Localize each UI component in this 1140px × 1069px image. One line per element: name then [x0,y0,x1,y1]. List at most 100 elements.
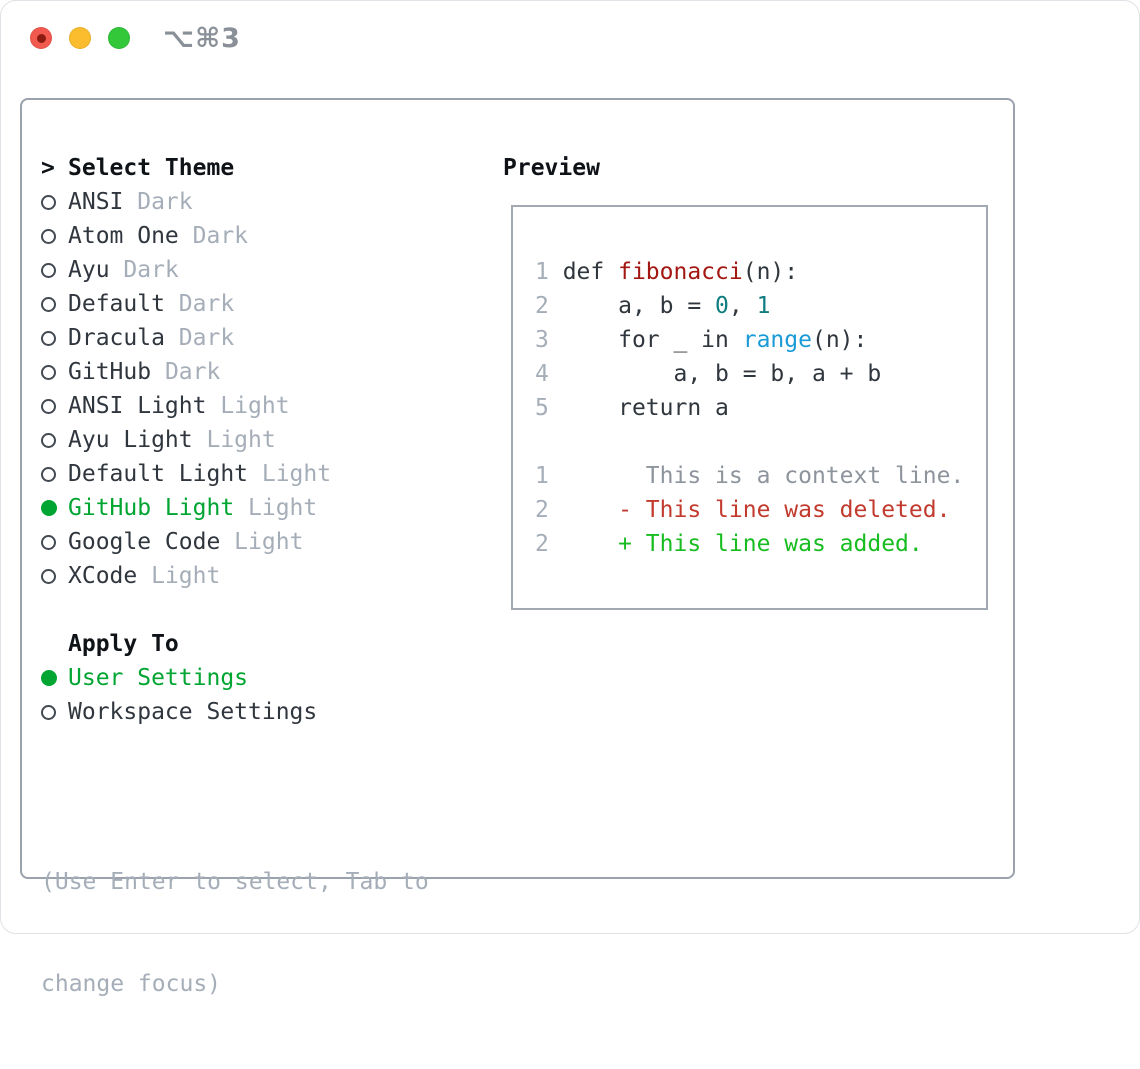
unselected-ring [41,534,56,550]
traffic-lights [30,27,130,49]
code-segment: 2 [535,293,563,319]
radio-icon [41,219,68,253]
code-segment: return a [562,395,729,421]
code-segment: 2 [535,497,563,523]
theme-item-github[interactable]: GitHub Dark [41,355,501,389]
apply-option-workspace-settings[interactable]: Workspace Settings [41,695,501,729]
minimize-button[interactable] [69,27,91,49]
code-segment: 1 [535,463,563,489]
zoom-button[interactable] [108,27,130,49]
title-bar: ⌥⌘3 [1,1,1139,75]
code-line: 2 - This line was deleted. [535,493,986,527]
theme-item-ayu-light[interactable]: Ayu Light Light [41,423,501,457]
theme-item-variant: Light [206,393,290,419]
radio-selected-icon [41,661,68,695]
select-theme-heading-row: > Select Theme [41,151,501,185]
select-theme-heading: Select Theme [68,155,235,181]
code-line [535,425,986,459]
code-segment: 3 [535,327,563,353]
unselected-ring [41,466,56,482]
theme-item-variant: Light [234,495,318,521]
theme-item-variant: Dark [151,359,221,385]
code-segment [563,497,618,523]
theme-item-variant: Light [248,461,332,487]
prompt-icon: > [41,155,55,181]
preview-column: Preview 1 def fibonacci(n):2 a, b = 0, 1… [503,151,1003,610]
radio-icon [41,423,68,457]
theme-item-google-code[interactable]: Google Code Light [41,525,501,559]
spacer [41,763,501,797]
theme-item-name: Atom One [68,223,179,249]
code-line: 2 a, b = 0, 1 [535,289,986,323]
apply-to-indent [41,627,68,661]
theme-item-name: Default [68,291,165,317]
code-line: 2 + This line was added. [535,527,986,561]
theme-item-xcode[interactable]: XCode Light [41,559,501,593]
code-segment: 0 [715,293,729,319]
apply-option-user-settings[interactable]: User Settings [41,661,501,695]
theme-item-name: Default Light [68,461,249,487]
close-button[interactable] [30,27,52,49]
preview-heading: Preview [503,155,600,181]
theme-item-variant: Dark [178,223,249,249]
unselected-ring [41,194,56,210]
theme-item-github-light[interactable]: GitHub Light Light [41,491,501,525]
keyboard-hint: (Use Enter to select, Tab to change focu… [41,797,501,1069]
code-segment: , [728,293,757,319]
unselected-ring [41,364,56,380]
code-line: 1 This is a context line. [535,459,986,493]
keyboard-hint-line: change focus) [41,971,222,997]
prompt-marker: > [41,151,68,185]
radio-icon [41,559,68,593]
code-segment: 4 [535,361,563,387]
radio-icon [41,525,68,559]
theme-item-variant: Dark [123,189,193,215]
apply-to-heading-row: Apply To [41,627,501,661]
code-segment [563,531,618,557]
selected-dot [41,500,57,516]
theme-item-ansi-light[interactable]: ANSI Light Light [41,389,501,423]
theme-item-name: GitHub [68,359,152,385]
code-line: 3 for _ in range(n): [535,323,986,357]
theme-item-name: Dracula [68,325,165,351]
theme-item-variant: Dark [109,257,179,283]
code-segment: fibonacci [618,259,743,285]
apply-option-label: User Settings [68,665,249,691]
theme-item-variant: Light [137,563,221,589]
keyboard-hint-line: (Use Enter to select, Tab to [41,869,429,895]
code-segment: def [562,259,619,285]
unselected-ring [41,262,56,278]
code-segment: This is a context line. [562,463,965,489]
selected-dot [41,670,57,686]
theme-item-variant: Light [192,427,276,453]
code-line: 5 return a [535,391,986,425]
unselected-ring [41,296,56,312]
unselected-ring [41,330,56,346]
theme-item-name: ANSI [68,189,124,215]
theme-item-dracula[interactable]: Dracula Dark [41,321,501,355]
code-segment: 5 [535,395,563,421]
theme-item-ansi[interactable]: ANSI Dark [41,185,501,219]
unselected-ring [41,228,56,244]
theme-item-variant: Light [220,529,304,555]
radio-icon [41,321,68,355]
theme-item-default-light[interactable]: Default Light Light [41,457,501,491]
radio-icon [41,695,68,729]
theme-item-name: GitHub Light [68,495,235,521]
spacer [41,729,501,763]
theme-item-variant: Dark [164,325,235,351]
theme-item-atom-one[interactable]: Atom One Dark [41,219,501,253]
theme-item-name: Ayu [68,257,110,283]
theme-item-default[interactable]: Default Dark [41,287,501,321]
radio-icon [41,389,68,423]
apply-option-label: Workspace Settings [68,699,318,725]
theme-item-ayu[interactable]: Ayu Dark [41,253,501,287]
code-segment: + This line was added. [618,531,923,557]
code-segment: 2 [535,531,563,557]
apply-to-heading: Apply To [68,631,179,657]
